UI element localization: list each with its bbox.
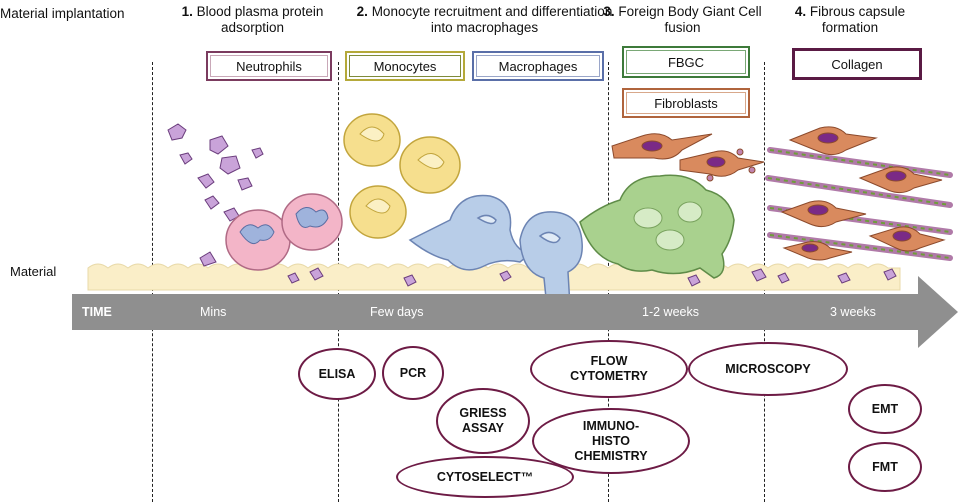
fibroblasts-box: Fibroblasts — [622, 88, 750, 118]
stage-3-text: Foreign Body Giant Cell fusion — [618, 4, 762, 35]
tick-mins: Mins — [200, 305, 227, 319]
macrophages-label: Macrophages — [498, 58, 578, 74]
stage-4-number: 4. — [794, 4, 807, 19]
stage-1-text: Blood plasma protein adsorption — [196, 4, 324, 35]
stage-0-title: Material implantation — [0, 6, 125, 21]
fmt-label: FMT — [872, 459, 898, 474]
cytoselect-ellipse: CYTOSELECT™ — [396, 456, 574, 498]
stage-1-title: 1. Blood plasma protein adsorption — [160, 4, 345, 36]
emt-ellipse: EMT — [848, 384, 922, 434]
emt-label: EMT — [871, 401, 899, 416]
time-label: TIME — [82, 305, 112, 319]
proteins-cluster — [167, 123, 897, 287]
neutrophils-label: Neutrophils — [236, 58, 302, 74]
fmt-ellipse: FMT — [848, 442, 922, 492]
collagen-box: Collagen — [792, 48, 922, 80]
flow-cytometry-label: FLOW CYTOMETRY — [570, 354, 648, 383]
monocyte-cells — [343, 113, 461, 239]
stage-3-title: 3. Foreign Body Giant Cell fusion — [600, 4, 765, 36]
collagen-label: Collagen — [831, 56, 883, 72]
pcr-label: PCR — [399, 365, 427, 380]
macrophages-box: Macrophages — [472, 51, 604, 81]
flow-cytometry-ellipse: FLOW CYTOMETRY — [530, 340, 688, 398]
microscopy-label: MICROSCOPY — [725, 361, 811, 376]
griess-label: GRIESS ASSAY — [459, 406, 507, 435]
cytoselect-label: CYTOSELECT™ — [436, 469, 534, 484]
fbgc-label: FBGC — [667, 54, 705, 70]
pcr-ellipse: PCR — [382, 346, 444, 400]
fbgc-box: FBGC — [622, 46, 750, 78]
tick-few-days: Few days — [370, 305, 424, 319]
neutrophil-cells — [225, 193, 343, 271]
tick-1-2-weeks: 1-2 weeks — [642, 305, 699, 319]
elisa-ellipse: ELISA — [298, 348, 376, 400]
monocytes-label: Monocytes — [373, 58, 437, 74]
immunohistochemistry-ellipse: IMMUNO-HISTO CHEMISTRY — [532, 408, 690, 474]
material-label: Material — [10, 264, 57, 279]
time-arrow — [72, 276, 958, 348]
stage-2-text: Monocyte recruitment and differentiation… — [371, 4, 613, 35]
fbgc-cell — [579, 174, 735, 279]
immunohistochemistry-label: IMMUNO-HISTO CHEMISTRY — [574, 418, 648, 463]
microscopy-ellipse: MICROSCOPY — [688, 342, 848, 396]
neutrophils-box: Neutrophils — [206, 51, 332, 81]
stage-2-number: 2. — [356, 4, 368, 19]
griess-ellipse: GRIESS ASSAY — [436, 388, 530, 454]
stage-4-title: 4. Fibrous capsule formation — [775, 4, 925, 36]
stage-2-title: 2. Monocyte recruitment and differentiat… — [352, 4, 617, 36]
fibroblast-cells-stage3 — [611, 133, 765, 182]
tick-3-weeks: 3 weeks — [830, 305, 876, 319]
monocytes-box: Monocytes — [345, 51, 465, 81]
fibroblast-cells-stage4 — [780, 126, 946, 261]
fibroblasts-label: Fibroblasts — [654, 95, 718, 111]
stage-4-text: Fibrous capsule formation — [809, 4, 906, 35]
stage-3-number: 3. — [603, 4, 615, 19]
stage-1-number: 1. — [181, 4, 193, 19]
elisa-label: ELISA — [318, 366, 356, 381]
